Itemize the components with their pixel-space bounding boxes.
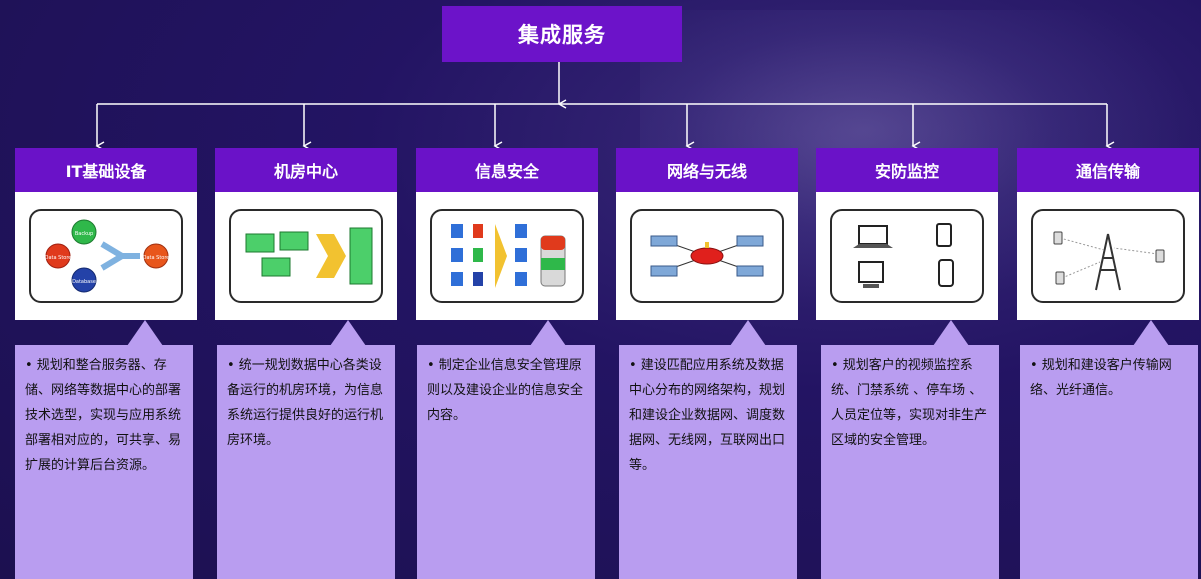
description-panel: • 建设匹配应用系统及数据中心分布的网络架构，规划和建设企业数据网、调度数据网、… <box>619 345 797 579</box>
description-panel: • 规划和整合服务器、存储、网络等数据中心的部署技术选型，实现与应用系统部署相对… <box>15 345 193 579</box>
graphic-label: Backup <box>75 231 93 237</box>
network-icon <box>630 209 784 303</box>
column-image <box>215 192 397 320</box>
security-icon <box>430 209 584 303</box>
column-heading: 机房中心 <box>215 148 397 192</box>
callout-pointer <box>127 320 163 346</box>
graphic-label: Database <box>72 279 96 285</box>
column-datacenter: 机房中心 <box>215 148 397 320</box>
column-image <box>416 192 598 320</box>
description-panel: • 制定企业信息安全管理原则以及建设企业的信息安全内容。 <box>417 345 595 579</box>
column-image <box>1017 192 1199 320</box>
description-panel: • 规划客户的视频监控系统、门禁系统 、停车场 、人员定位等，实现对非生产区域的… <box>821 345 999 579</box>
column-heading: 信息安全 <box>416 148 598 192</box>
telecom-icon <box>1031 209 1185 303</box>
column-image <box>616 192 798 320</box>
root-title: 集成服务 <box>518 23 606 47</box>
column-telecom: 通信传输 <box>1017 148 1199 320</box>
column-network: 网络与无线 <box>616 148 798 320</box>
column-heading: 安防监控 <box>816 148 998 192</box>
it-infrastructure-icon: Backup Data Store Database Data Store <box>29 209 183 303</box>
description-panel: • 统一规划数据中心各类设备运行的机房环境，为信息系统运行提供良好的运行机房环境… <box>217 345 395 579</box>
callout-pointer <box>933 320 969 346</box>
column-image: Backup Data Store Database Data Store <box>15 192 197 320</box>
datacenter-icon <box>229 209 383 303</box>
column-it-infrastructure: IT基础设备 Backup Data Store Database Data S… <box>15 148 197 320</box>
callout-pointer <box>530 320 566 346</box>
description-panel: • 规划和建设客户传输网络、光纤通信。 <box>1020 345 1198 579</box>
column-heading: IT基础设备 <box>15 148 197 192</box>
callout-pointer <box>1133 320 1169 346</box>
column-heading: 通信传输 <box>1017 148 1199 192</box>
callout-pointer <box>730 320 766 346</box>
graphic-label: Data Store <box>143 255 170 261</box>
column-security: 信息安全 <box>416 148 598 320</box>
column-heading: 网络与无线 <box>616 148 798 192</box>
root-node: 集成服务 <box>442 6 682 62</box>
graphic-label: Data Store <box>45 255 72 261</box>
surveillance-icon <box>830 209 984 303</box>
column-image <box>816 192 998 320</box>
column-surveillance: 安防监控 <box>816 148 998 320</box>
callout-pointer <box>330 320 366 346</box>
